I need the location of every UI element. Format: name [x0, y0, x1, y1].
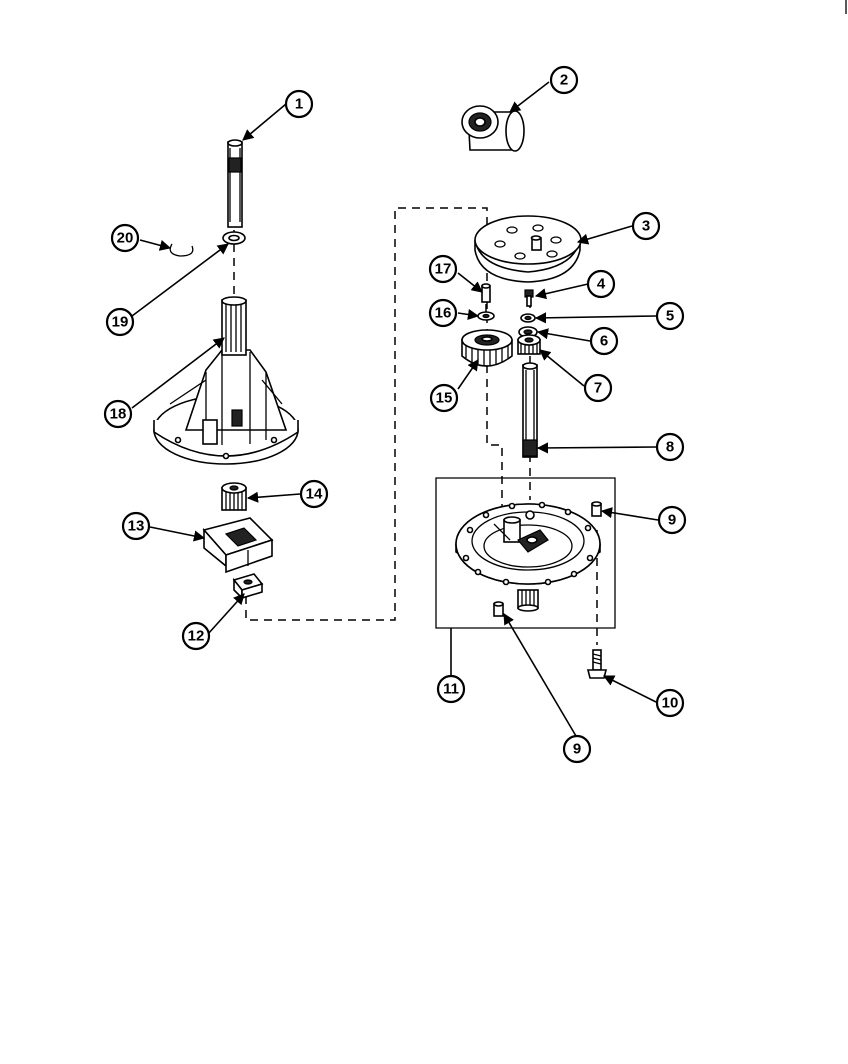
callout-4-label: 4 — [597, 276, 606, 293]
gearcase-assembly-part — [435, 477, 616, 629]
callout-8: 8 — [655, 432, 685, 462]
callout-8-label: 8 — [666, 439, 674, 456]
callout-3: 3 — [631, 211, 661, 241]
gearcase-cover-part — [153, 296, 299, 465]
shift-block-part — [202, 517, 274, 574]
drive-pinion-part — [221, 482, 247, 511]
callout-14-label: 14 — [306, 486, 323, 503]
thrust-washer-part — [222, 231, 246, 245]
callout-18-label: 18 — [110, 406, 127, 423]
pinion-shaft-part — [522, 362, 538, 458]
callout-13-label: 13 — [128, 518, 145, 535]
callout-9-lower-label: 9 — [573, 741, 581, 758]
callout-9-upper-label: 9 — [668, 512, 676, 529]
callout-15: 15 — [429, 383, 459, 413]
callout-5-label: 5 — [666, 308, 674, 325]
callout-2-label: 2 — [560, 72, 568, 89]
callout-7: 7 — [583, 373, 613, 403]
callout-19: 19 — [105, 307, 135, 337]
dowel-pin-upper-part — [591, 501, 602, 517]
callout-9-upper: 9 — [657, 505, 687, 535]
large-gear-part — [461, 329, 513, 367]
callout-3-label: 3 — [642, 218, 650, 235]
mounting-screw-part — [586, 649, 608, 679]
callout-12: 12 — [181, 621, 211, 651]
callout-17-label: 17 — [435, 261, 452, 278]
gear-pin-part — [481, 283, 491, 303]
callout-11-label: 11 — [443, 681, 459, 698]
small-hardware-right — [518, 289, 538, 338]
dowel-pin-lower-part — [493, 601, 504, 617]
leader-lines — [131, 81, 659, 737]
callout-13: 13 — [121, 511, 151, 541]
callout-19-label: 19 — [112, 314, 129, 331]
callout-4: 4 — [586, 269, 616, 299]
bearing-part — [461, 105, 525, 152]
spin-shaft-part — [227, 139, 243, 228]
callout-6-label: 6 — [600, 333, 608, 350]
callout-14: 14 — [299, 479, 329, 509]
callout-1-label: 1 — [295, 96, 303, 113]
callout-15-label: 15 — [436, 390, 453, 407]
shift-nut-part — [232, 573, 264, 600]
callout-5: 5 — [655, 301, 685, 331]
callout-11: 11 — [436, 674, 466, 704]
gear-washer-part — [477, 311, 495, 321]
callout-20: 20 — [110, 223, 140, 253]
callout-17: 17 — [428, 254, 458, 284]
callout-18: 18 — [103, 399, 133, 429]
callout-1: 1 — [284, 89, 314, 119]
callout-12-label: 12 — [188, 628, 205, 645]
callout-20-label: 20 — [117, 230, 134, 247]
callout-6: 6 — [589, 326, 619, 356]
callout-9-lower: 9 — [562, 734, 592, 764]
callout-10: 10 — [655, 688, 685, 718]
callout-16-label: 16 — [435, 305, 452, 322]
pulley-part — [474, 215, 582, 283]
retaining-ring-part — [169, 243, 194, 257]
callout-2: 2 — [549, 65, 579, 95]
callout-16: 16 — [428, 298, 458, 328]
small-gear-part — [517, 334, 541, 355]
callout-10-label: 10 — [662, 695, 679, 712]
callout-7-label: 7 — [594, 380, 602, 397]
